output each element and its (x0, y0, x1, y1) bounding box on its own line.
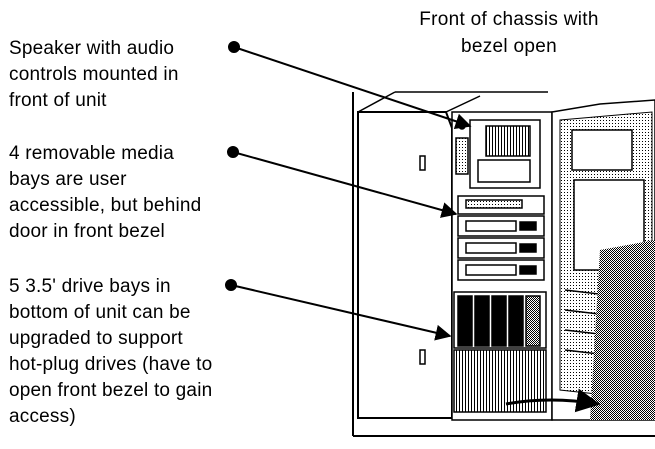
figure-caption: Front of chassis with bezel open (378, 6, 640, 60)
drive-bays-3-5 (453, 291, 547, 413)
side-vent-slot-bottom (419, 349, 426, 365)
callout-drives-leader (230, 284, 452, 341)
side-vent-slot-top (419, 155, 426, 171)
callout-leaders (225, 41, 472, 341)
callout-media-line-4: door in front bezel (9, 221, 165, 242)
chassis-side-panel (357, 91, 548, 419)
callout-media-leader (232, 151, 458, 218)
callout-drives-line-2: bottom of unit can be (9, 302, 191, 323)
callout-drives-line-4: hot-plug drives (have to (9, 354, 213, 375)
callout-speaker-leader (233, 46, 472, 130)
callout-media-line-2: bays are user (9, 169, 127, 190)
illustration-frame (352, 92, 655, 437)
callout-speaker-label: Speaker with audio controls mounted in f… (9, 36, 179, 114)
callout-drives-line-1: 5 3.5' drive bays in (9, 276, 171, 297)
callout-drives-line-6: access) (9, 406, 76, 427)
callout-drives-line-3: upgraded to support (9, 328, 183, 349)
callout-media-bays-label: 4 removable media bays are user accessib… (9, 141, 201, 245)
callout-drives-line-5: open front bezel to gain (9, 380, 213, 401)
open-bezel-door (551, 99, 655, 421)
callout-speaker-line-2: controls mounted in (9, 64, 179, 85)
speaker-audio-controls (455, 119, 541, 189)
chassis-front-face (451, 111, 553, 421)
callout-drive-bays-label: 5 3.5' drive bays in bottom of unit can … (9, 274, 212, 430)
door-swing-arrow (505, 388, 601, 413)
callout-speaker-line-3: front of unit (9, 90, 107, 111)
caption-line-2: bezel open (461, 36, 557, 57)
callout-speaker-line-1: Speaker with audio (9, 38, 175, 59)
callout-media-line-1: 4 removable media (9, 143, 174, 164)
removable-media-bays (457, 195, 545, 281)
caption-line-1: Front of chassis with (419, 9, 599, 30)
callout-media-line-3: accessible, but behind (9, 195, 202, 216)
